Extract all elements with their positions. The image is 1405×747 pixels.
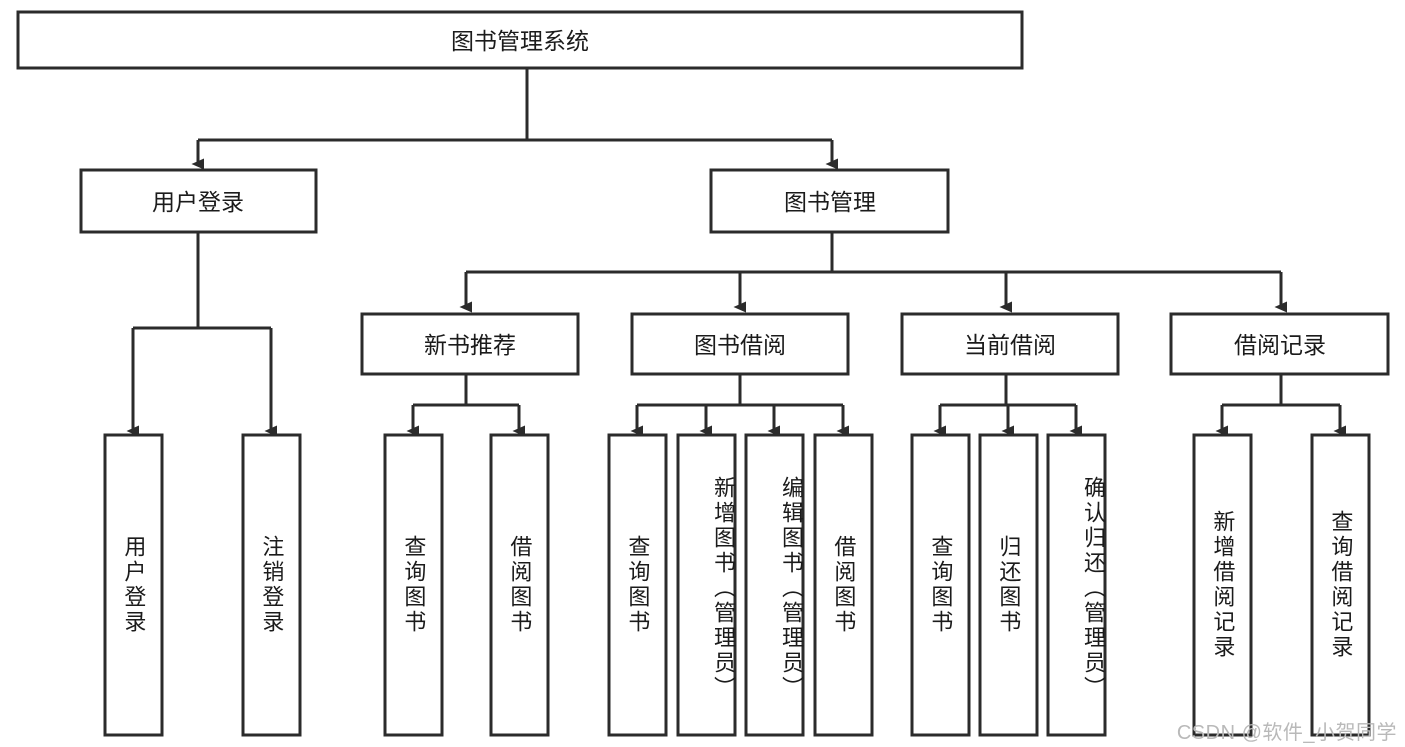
leaf-box-borrow-3[interactable] bbox=[744, 433, 805, 737]
node-book-manage-box[interactable] bbox=[709, 168, 950, 234]
leaf-box-borrow-2[interactable] bbox=[676, 433, 737, 737]
node-book-manage-label: 图书管理 bbox=[784, 189, 876, 215]
node-current-borrow-label: 当前借阅 bbox=[964, 332, 1056, 358]
node-borrow-record[interactable]: 借阅记录 bbox=[1169, 312, 1390, 376]
node-root-box[interactable] bbox=[16, 10, 1024, 70]
node-user-login[interactable]: 用户登录 bbox=[79, 168, 318, 234]
node-current-borrow[interactable]: 当前借阅 bbox=[900, 312, 1120, 376]
node-user-login-box[interactable] bbox=[79, 168, 318, 234]
node-new-book-recommend-box[interactable] bbox=[360, 312, 580, 376]
leaf-box-borrow-4[interactable] bbox=[813, 433, 874, 737]
node-book-borrow[interactable]: 图书借阅 bbox=[630, 312, 850, 376]
leaf-box-current-3[interactable] bbox=[1046, 433, 1107, 737]
node-root-label: 图书管理系统 bbox=[451, 28, 589, 54]
leaf-box-record-2[interactable] bbox=[1310, 433, 1371, 737]
leaf-box-borrow-1[interactable] bbox=[607, 433, 668, 737]
node-root[interactable]: 图书管理系统 bbox=[16, 10, 1024, 70]
leaf-box-newbook-2[interactable] bbox=[489, 433, 550, 737]
node-borrow-record-box[interactable] bbox=[1169, 312, 1390, 376]
leaf-box-current-2[interactable] bbox=[978, 433, 1039, 737]
leaf-box-current-1[interactable] bbox=[910, 433, 971, 737]
node-current-borrow-box[interactable] bbox=[900, 312, 1120, 376]
leaf-box-user-login-1[interactable] bbox=[103, 433, 164, 737]
leaf-box-record-1[interactable] bbox=[1192, 433, 1253, 737]
leaf-boxes bbox=[103, 433, 1371, 737]
node-book-manage[interactable]: 图书管理 bbox=[709, 168, 950, 234]
csdn-watermark: CSDN @软件_小贺同学 bbox=[1176, 722, 1397, 744]
connectors bbox=[126, 68, 1346, 437]
leaf-box-newbook-1[interactable] bbox=[383, 433, 444, 737]
node-new-book-recommend-label: 新书推荐 bbox=[424, 332, 516, 358]
leaf-box-user-login-2[interactable] bbox=[241, 433, 302, 737]
node-new-book-recommend[interactable]: 新书推荐 bbox=[360, 312, 580, 376]
node-book-borrow-label: 图书借阅 bbox=[694, 332, 786, 358]
node-borrow-record-label: 借阅记录 bbox=[1234, 332, 1326, 358]
node-book-borrow-box[interactable] bbox=[630, 312, 850, 376]
node-user-login-label: 用户登录 bbox=[152, 189, 244, 215]
